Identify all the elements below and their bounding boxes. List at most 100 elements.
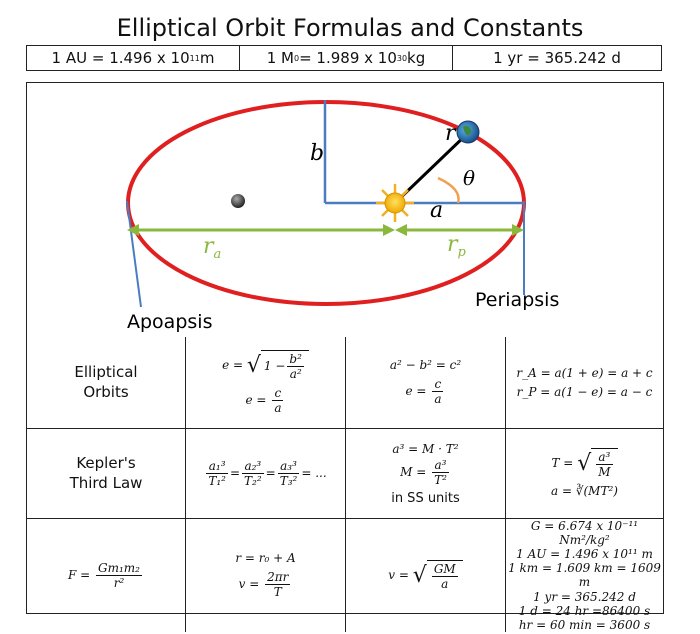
formula-line: r_A = a(1 + e) = a + c bbox=[516, 365, 653, 380]
row-label-line: Orbits bbox=[83, 383, 129, 402]
numerator: a³ bbox=[598, 450, 611, 464]
label-theta: θ bbox=[463, 166, 475, 190]
label-a: a bbox=[430, 198, 443, 223]
angle-arc bbox=[437, 176, 460, 204]
denominator: M bbox=[596, 464, 613, 479]
constant-mass-text: 1 M bbox=[266, 49, 294, 67]
numerator: a₂³ bbox=[244, 458, 262, 473]
numerator: a³ bbox=[434, 458, 447, 472]
row-label-line: Third Law bbox=[69, 474, 143, 492]
denominator: T₂² bbox=[242, 472, 264, 488]
formula-text: v = bbox=[388, 567, 409, 582]
formula-line: a³ = M · T² bbox=[392, 442, 459, 456]
row-label-line: Kepler's bbox=[76, 454, 136, 472]
numerator: Gm₁m₂ bbox=[98, 560, 140, 575]
constant-line: G = 6.674 x 10⁻¹¹ Nm²/kg² bbox=[530, 518, 639, 547]
radical-sign: √ bbox=[577, 451, 592, 476]
label-r-p: rp bbox=[447, 232, 467, 260]
row-label-elliptical-orbits: Elliptical Orbits bbox=[27, 337, 186, 429]
formula-line: a² − b² = c² bbox=[389, 358, 462, 373]
focus-point-icon bbox=[231, 194, 245, 208]
formula-text: F = bbox=[68, 567, 91, 582]
formula-line: r = r₀ + A bbox=[235, 551, 296, 566]
sun-icon bbox=[376, 184, 414, 222]
denominator: T₃² bbox=[277, 472, 300, 488]
label-r: r bbox=[445, 121, 457, 146]
numerator: a₃³ bbox=[280, 458, 297, 473]
numerator: c bbox=[434, 377, 442, 392]
r-a-arrowhead-right bbox=[383, 224, 395, 236]
numerator: b² bbox=[289, 351, 302, 366]
numerator: a₁³ bbox=[208, 458, 226, 473]
formula-text: e = bbox=[222, 357, 244, 372]
label-periapsis: Periapsis bbox=[475, 289, 559, 311]
units-note: in SS units bbox=[391, 491, 460, 506]
constant-mass-unit: kg bbox=[407, 49, 426, 67]
denominator: a bbox=[272, 399, 284, 415]
apoapsis-pointer bbox=[126, 200, 142, 308]
label-apoapsis: Apoapsis bbox=[127, 311, 212, 333]
constant-mass-exponent: 30 bbox=[396, 53, 408, 63]
denominator: T² bbox=[432, 472, 449, 487]
denominator: T bbox=[265, 584, 291, 599]
formula-line: a = ∛(MT²) bbox=[551, 484, 618, 498]
constants-list: G = 6.674 x 10⁻¹¹ Nm²/kg² 1 AU = 1.496 x… bbox=[505, 517, 663, 633]
formula-text: e = bbox=[405, 384, 427, 399]
constant-mass-subscript: 0 bbox=[293, 53, 300, 63]
denominator: r² bbox=[96, 574, 142, 590]
numerator: 2πr bbox=[267, 570, 289, 585]
constant-year-text: 1 yr = 365.242 d bbox=[493, 49, 621, 67]
r-p-arrowhead-right bbox=[512, 224, 524, 236]
r-a-arrowhead-left bbox=[127, 224, 139, 236]
earth-land-icon bbox=[463, 125, 472, 136]
numerator: c bbox=[274, 385, 282, 400]
constant-line: 1 yr = 365.242 d bbox=[533, 589, 636, 604]
constant-line: hr = 60 min = 3600 s bbox=[518, 617, 651, 632]
formula-text: T = bbox=[551, 456, 574, 470]
numerator: GM bbox=[433, 561, 456, 576]
denominator: T₁² bbox=[206, 472, 228, 488]
formula-text: M = bbox=[400, 465, 427, 479]
formula-line: r_P = a(1 − e) = a − c bbox=[516, 384, 653, 399]
constant-au-exponent: 11 bbox=[189, 53, 200, 63]
formula-apsis-distances: r_A = a(1 + e) = a + c r_P = a(1 − e) = … bbox=[505, 337, 663, 429]
denominator: a² bbox=[287, 365, 304, 381]
formula-text: e = bbox=[245, 392, 267, 407]
constant-line: 1 AU = 1.496 x 10¹¹ m bbox=[516, 546, 653, 561]
constant-line: 1 km = 1.609 km = 1609 m bbox=[508, 561, 661, 590]
radical-sign: √ bbox=[246, 352, 261, 378]
label-b: b bbox=[310, 141, 324, 166]
